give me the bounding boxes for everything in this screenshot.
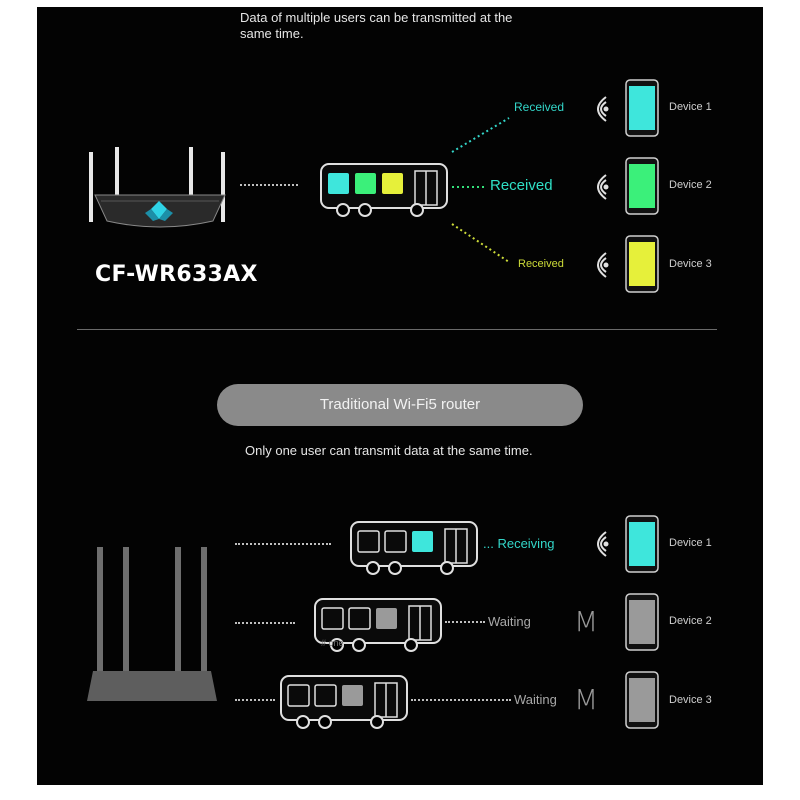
router-bus-link-3 [235, 699, 275, 701]
status-received-1: Received [514, 100, 565, 114]
wifi-signal-icon [597, 96, 609, 122]
bus-multi-user-icon [320, 163, 448, 217]
device-1-label: Device 1 [669, 101, 712, 113]
traditional-router-pill: Traditional Wi-Fi5 router [217, 384, 583, 426]
section-divider [77, 329, 717, 330]
status-waiting-2: Waiting [488, 614, 531, 629]
device-3-label: Device 3 [669, 258, 712, 270]
phone-device-3-icon [625, 671, 659, 729]
device-2-label: Device 2 [669, 615, 712, 627]
bottom-caption: Only one user can transmit data at the s… [245, 443, 533, 458]
no-signal-glyph-2: M [574, 605, 599, 638]
top-caption-line1: Data of multiple users can be transmitte… [240, 10, 513, 25]
bus-status-link-3 [411, 699, 511, 701]
status-received-2: Received [490, 177, 553, 194]
bus-device-links [451, 117, 510, 263]
device-1-label: Device 1 [669, 537, 712, 549]
status-received-3: Received [518, 258, 564, 270]
router-bus-link [240, 184, 298, 186]
phone-device-3-icon [625, 235, 659, 293]
wifi-signal-icon [597, 174, 609, 200]
phone-device-2-icon [625, 593, 659, 651]
phone-device-2-icon [625, 157, 659, 215]
router-model-label: CF-WR633AX [95, 262, 258, 287]
wifi-signal-icon [597, 252, 609, 278]
top-caption-line2: same time. [240, 26, 304, 41]
wifi5-router-icon [87, 547, 217, 701]
top-caption: Data of multiple users can be transmitte… [240, 10, 512, 42]
router-bus-link-1 [235, 543, 331, 545]
wifi6-router-icon [89, 147, 226, 228]
status-receiving: ... Receiving [483, 536, 555, 551]
wifi-signal-icon [597, 531, 609, 557]
infographic-panel: Data of multiple users can be transmitte… [37, 7, 763, 785]
bus-status-link-2 [445, 621, 485, 623]
no-signal-glyph-3: M [574, 683, 599, 716]
router-bus-link-2 [235, 622, 295, 624]
device-3-label: Device 3 [669, 694, 712, 706]
bus-waiting-icon [314, 598, 442, 652]
device-2-label: Device 2 [669, 179, 712, 191]
phone-device-1-icon [625, 515, 659, 573]
status-waiting-3: Waiting [514, 692, 557, 707]
phone-device-1-icon [625, 79, 659, 137]
bus-waiting-icon [280, 675, 408, 729]
bus-receiving-icon [350, 521, 478, 575]
bus-small-text: # one [321, 638, 344, 648]
